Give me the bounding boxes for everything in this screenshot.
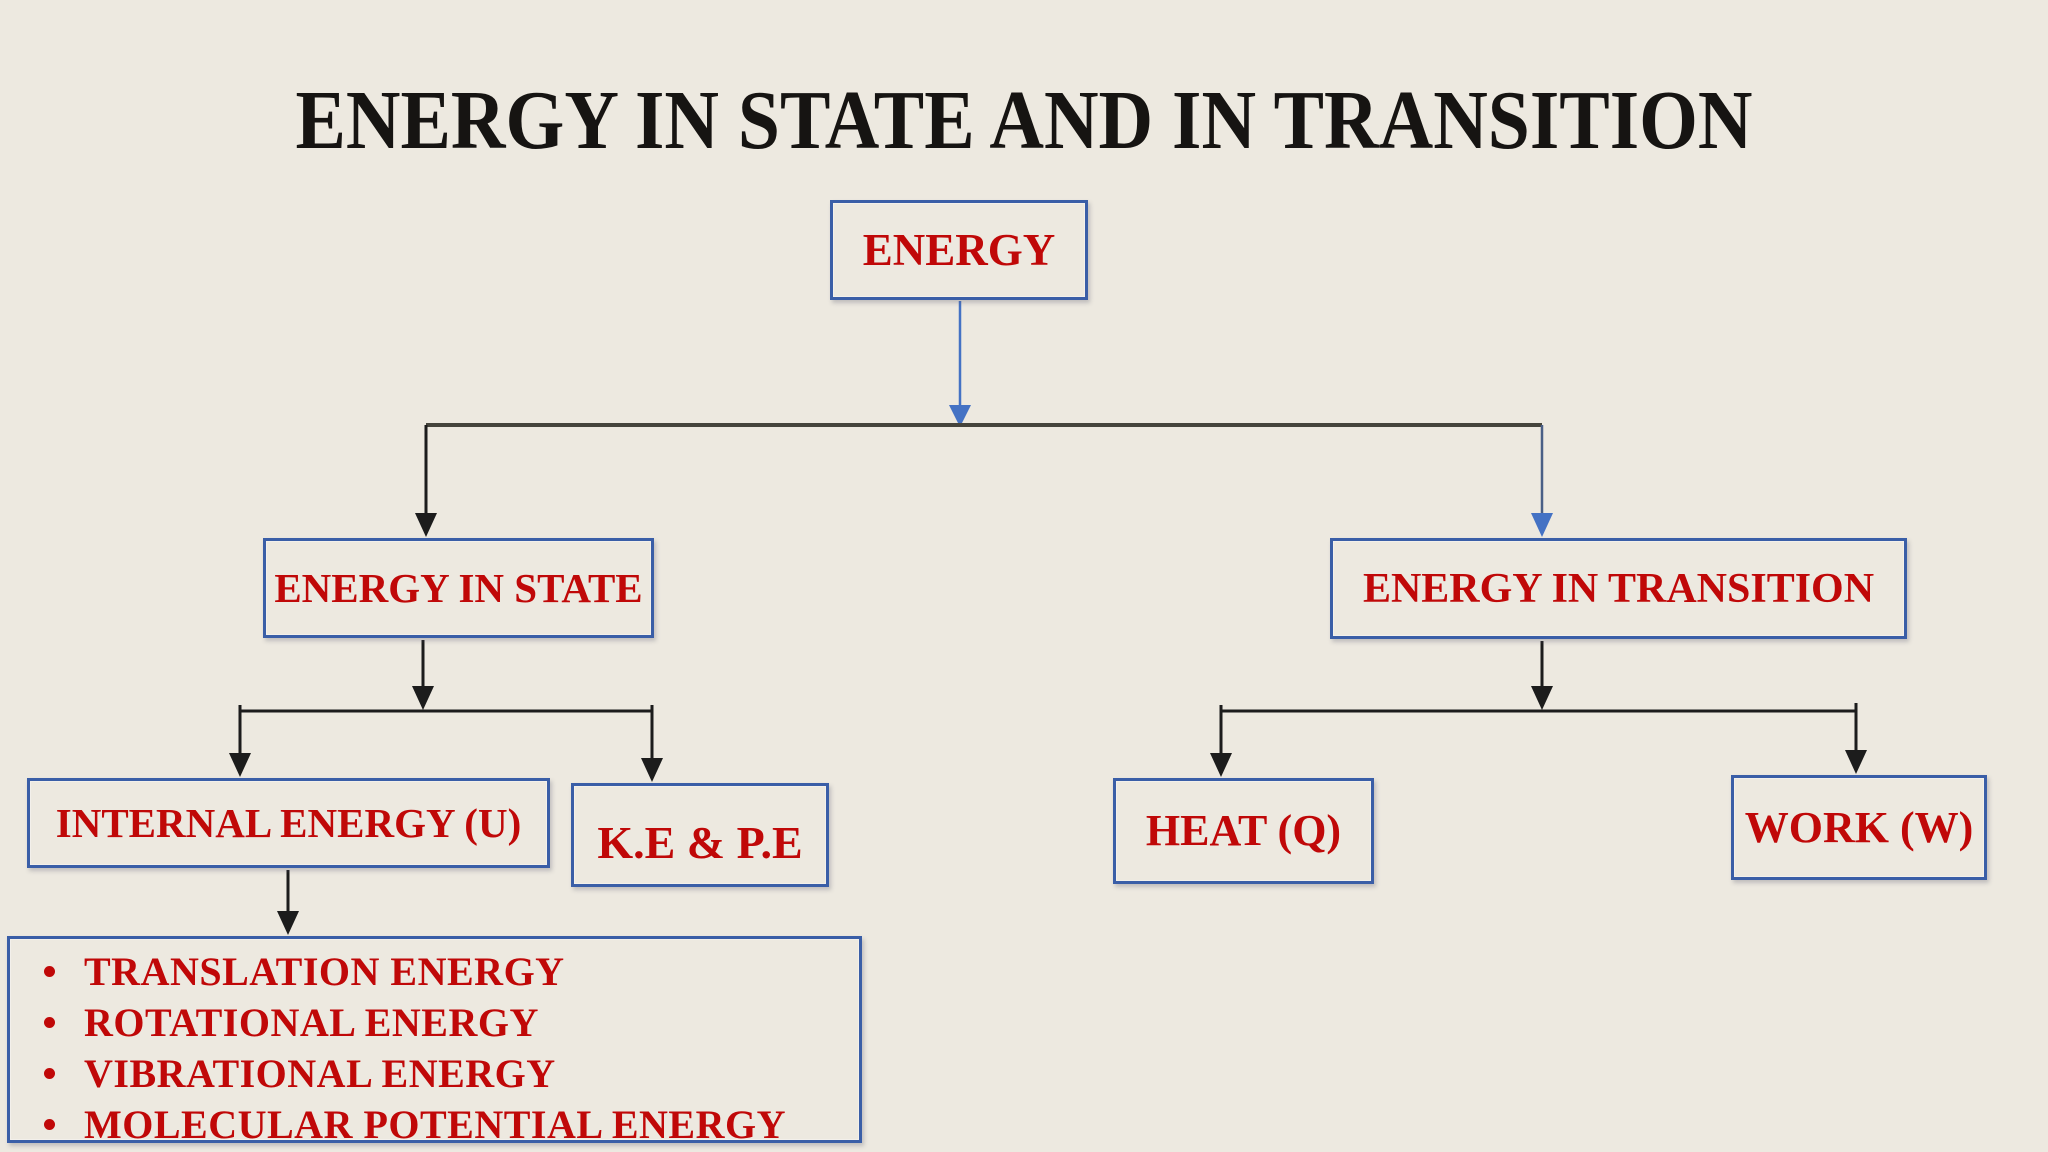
node-ke-pe-label: K.E & P.E xyxy=(597,817,803,868)
node-work: WORK (W) xyxy=(1731,775,1987,880)
node-energy-in-state-label: ENERGY IN STATE xyxy=(274,564,643,611)
bullet-dot-icon xyxy=(44,1068,55,1079)
slide-title: ENERGY IN STATE AND IN TRANSITION xyxy=(295,74,1753,167)
arrowhead-transition-icon xyxy=(1531,513,1553,537)
node-work-label: WORK (W) xyxy=(1744,802,1974,852)
node-internal-energy-label: INTERNAL ENERGY (U) xyxy=(55,799,522,846)
node-energy-in-transition: ENERGY IN TRANSITION xyxy=(1330,538,1907,639)
list-item-label: TRANSLATION ENERGY xyxy=(84,949,565,994)
node-internal-energy: INTERNAL ENERGY (U) xyxy=(27,778,550,868)
connector-split-3 xyxy=(1219,703,1858,713)
list-item-label: VIBRATIONAL ENERGY xyxy=(84,1051,556,1096)
list-item: VIBRATIONAL ENERGY xyxy=(44,1048,859,1099)
list-item: MOLECULAR POTENTIAL ENERGY xyxy=(44,1099,859,1150)
arrowhead-split3-icon xyxy=(1531,686,1553,710)
node-energy: ENERGY xyxy=(830,200,1088,300)
connector-split-2 xyxy=(238,705,654,713)
arrowhead-root-icon xyxy=(949,405,971,427)
bullet-dot-icon xyxy=(44,1017,55,1028)
node-heat: HEAT (Q) xyxy=(1113,778,1374,884)
arrowhead-state-icon xyxy=(415,513,437,537)
node-ke-pe: K.E & P.E xyxy=(571,783,829,887)
node-energy-in-transition-label: ENERGY IN TRANSITION xyxy=(1362,565,1875,612)
node-heat-label: HEAT (Q) xyxy=(1145,806,1342,855)
internal-energy-types-list: TRANSLATION ENERGY ROTATIONAL ENERGY VIB… xyxy=(10,939,859,1150)
arrowhead-bullets-icon xyxy=(277,911,299,935)
bullet-dot-icon xyxy=(44,966,55,977)
arrowhead-internal-icon xyxy=(229,753,251,777)
list-item-label: ROTATIONAL ENERGY xyxy=(84,1000,539,1045)
arrowhead-split2-icon xyxy=(412,686,434,710)
arrowhead-kepe-icon xyxy=(641,758,663,782)
list-item-label: MOLECULAR POTENTIAL ENERGY xyxy=(84,1102,786,1147)
bullet-dot-icon xyxy=(44,1119,55,1130)
list-item: TRANSLATION ENERGY xyxy=(44,946,859,997)
internal-energy-types-box: TRANSLATION ENERGY ROTATIONAL ENERGY VIB… xyxy=(7,936,862,1147)
node-energy-label: ENERGY xyxy=(862,224,1056,275)
arrowhead-heat-icon xyxy=(1210,753,1232,777)
list-item: ROTATIONAL ENERGY xyxy=(44,997,859,1048)
node-energy-in-state: ENERGY IN STATE xyxy=(263,538,654,638)
arrowhead-work-icon xyxy=(1845,750,1867,774)
